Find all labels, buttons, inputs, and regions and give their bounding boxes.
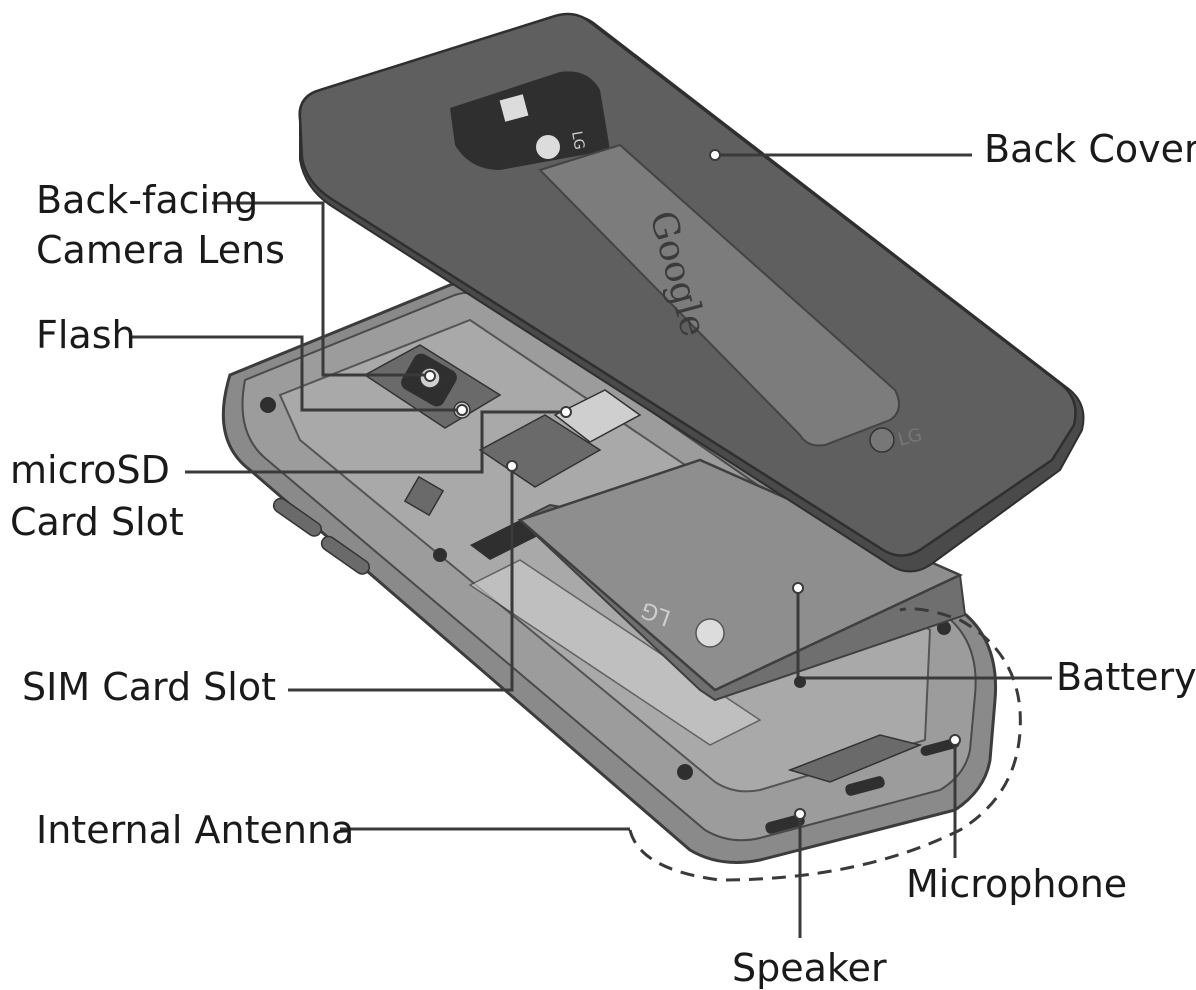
battery: LG: [517, 458, 967, 702]
antenna-area-outline: [628, 607, 1022, 882]
label-microphone: Microphone: [906, 862, 1127, 906]
label-sim: SIM Card Slot: [22, 665, 276, 709]
label-back-cover: Back Cover: [984, 127, 1196, 171]
label-battery: Battery: [1056, 655, 1196, 699]
svg-text:LG: LG: [568, 130, 587, 151]
label-flash: Flash: [36, 313, 136, 357]
label-microsd-line2: Card Slot: [10, 500, 184, 544]
label-camera-line2: Camera Lens: [36, 228, 285, 272]
back-cover: LG Google LG: [298, 12, 1085, 573]
leader-lines: [130, 149, 1052, 938]
label-speaker: Speaker: [732, 946, 887, 990]
label-camera-line1: Back-facing: [36, 178, 258, 222]
label-microsd-line1: microSD: [10, 448, 170, 492]
label-antenna: Internal Antenna: [36, 808, 354, 852]
